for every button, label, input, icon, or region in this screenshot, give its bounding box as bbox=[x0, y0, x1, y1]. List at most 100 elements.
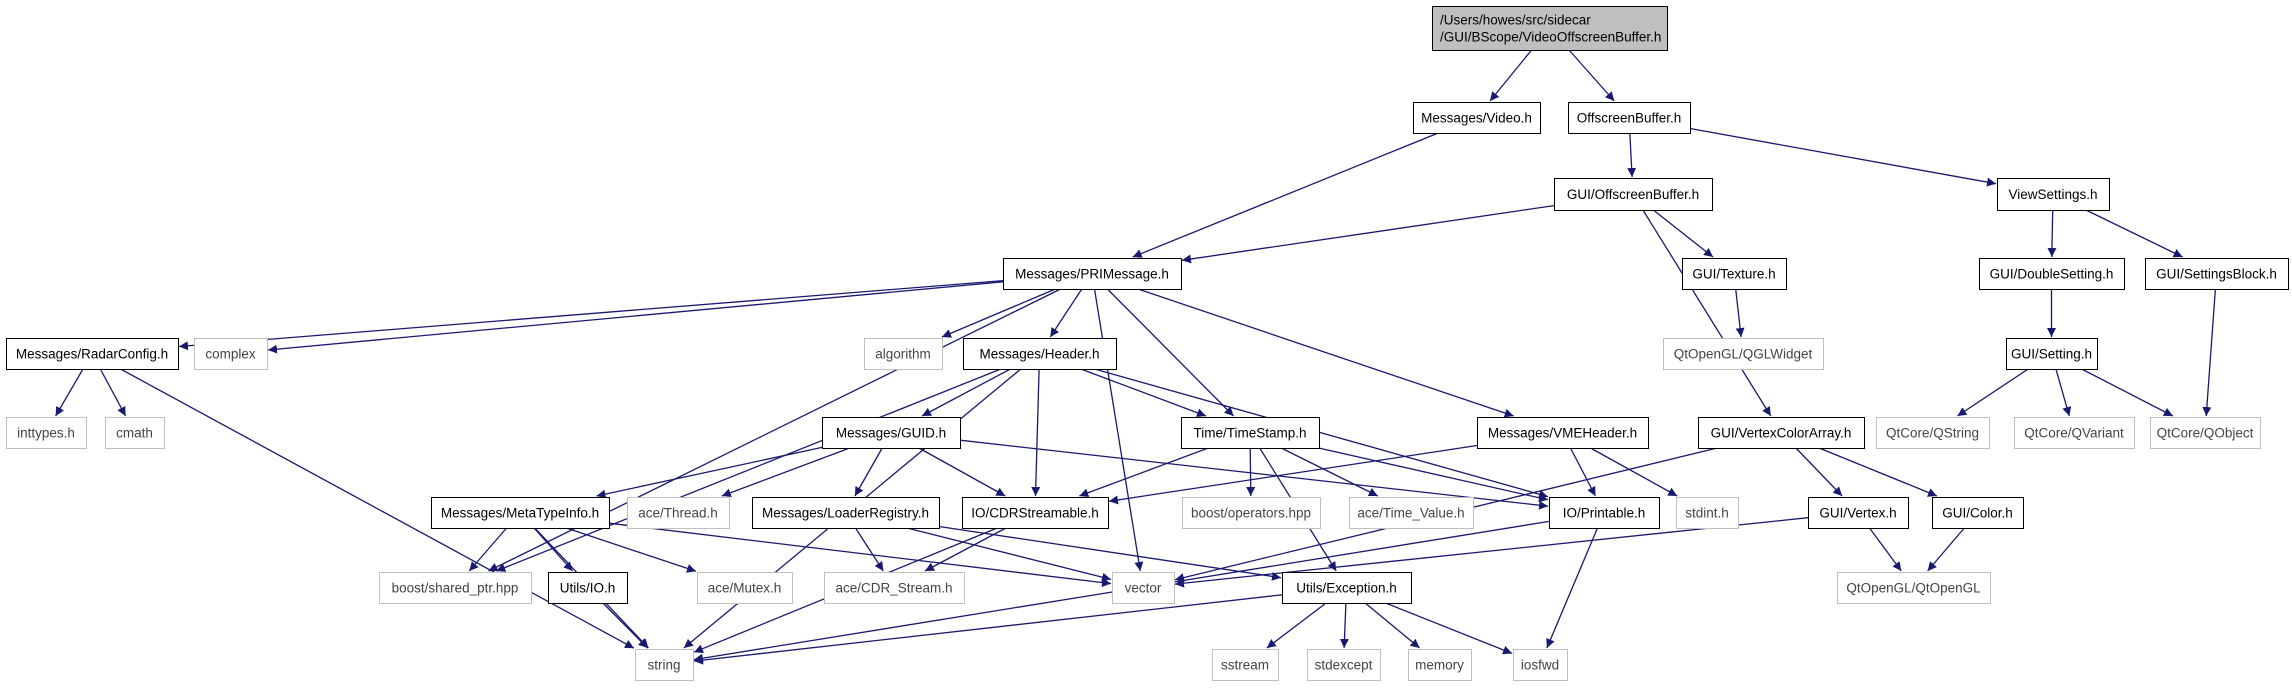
edge-header-to-timestamp bbox=[1080, 368, 1207, 418]
node-qtopengl-qtopengl[interactable]: QtOpenGL/QtOpenGL bbox=[1837, 572, 1991, 604]
node-sstream-label: sstream bbox=[1221, 658, 1269, 673]
node-qtopengl-qglwidget-label: QtOpenGL/QGLWidget bbox=[1674, 347, 1813, 362]
node-ace-cdr-stream-h-label: ace/CDR_Stream.h bbox=[835, 581, 952, 596]
edge-timestamp-to-timevalue bbox=[1280, 447, 1379, 497]
node-memory-label: memory bbox=[1415, 658, 1464, 673]
node-gui-color-h-box bbox=[1932, 497, 2024, 529]
node-messages-primessage-h[interactable]: Messages/PRIMessage.h bbox=[1003, 258, 1182, 290]
node-stdint-h-box bbox=[1676, 497, 1739, 529]
edge-exception-to-string bbox=[693, 594, 1283, 665]
node-utils-exception-h[interactable]: Utils/Exception.h bbox=[1282, 572, 1412, 604]
node-stdexcept[interactable]: stdexcept bbox=[1307, 649, 1381, 681]
edges bbox=[55, 49, 2217, 665]
node-gui-texture-h[interactable]: GUI/Texture.h bbox=[1682, 258, 1787, 290]
node-messages-vmeheader-h[interactable]: Messages/VMEHeader.h bbox=[1477, 417, 1649, 449]
node-video-offscreen-buffer-h-label: /GUI/BScope/VideoOffscreenBuffer.h bbox=[1440, 30, 1661, 45]
node-messages-header-h-label: Messages/Header.h bbox=[979, 347, 1099, 362]
node-ace-cdr-stream-h-box bbox=[824, 572, 965, 604]
node-gui-settingsblock-h[interactable]: GUI/SettingsBlock.h bbox=[2145, 258, 2289, 290]
node-gui-offscreenbuffer-h-label: GUI/OffscreenBuffer.h bbox=[1567, 187, 1699, 202]
node-cmath-box bbox=[105, 417, 165, 449]
node-time-timestamp-h[interactable]: Time/TimeStamp.h bbox=[1181, 417, 1320, 449]
node-stdint-h[interactable]: stdint.h bbox=[1676, 497, 1739, 529]
node-utils-io-h-box bbox=[548, 572, 628, 604]
edge-header-to-cdrstream bbox=[1031, 368, 1041, 497]
node-messages-primessage-h-label: Messages/PRIMessage.h bbox=[1015, 267, 1169, 282]
edge-exception-to-stdexcept bbox=[1339, 602, 1349, 649]
node-iosfwd[interactable]: iosfwd bbox=[1513, 649, 1568, 681]
node-vector[interactable]: vector bbox=[1112, 572, 1175, 604]
node-qtcore-qobject-label: QtCore/QObject bbox=[2157, 426, 2254, 441]
node-boost-shared-ptr-hpp[interactable]: boost/shared_ptr.hpp bbox=[379, 572, 532, 604]
node-ace-thread-h-box bbox=[627, 497, 730, 529]
node-utils-io-h-label: Utils/IO.h bbox=[560, 581, 616, 596]
node-io-cdrstreamable-h[interactable]: IO/CDRStreamable.h bbox=[962, 497, 1109, 529]
edge-root-to-video bbox=[1489, 49, 1533, 102]
edge-osb-to-viewset bbox=[1689, 127, 1997, 187]
node-cmath-label: cmath bbox=[116, 426, 153, 441]
node-complex-label: complex bbox=[205, 347, 256, 362]
node-qtcore-qobject-box bbox=[2150, 417, 2261, 449]
node-video-offscreen-buffer-h[interactable]: /Users/howes/src/sidecar/GUI/BScope/Vide… bbox=[1432, 6, 1668, 51]
node-inttypes-h-label: inttypes.h bbox=[17, 426, 75, 441]
node-io-printable-h[interactable]: IO/Printable.h bbox=[1549, 497, 1660, 529]
node-inttypes-h-box bbox=[6, 417, 87, 449]
node-gui-vertexcolorarray-h-box bbox=[1698, 417, 1865, 449]
node-ace-mutex-h[interactable]: ace/Mutex.h bbox=[697, 572, 793, 604]
edge-viewset-to-setblock bbox=[2085, 209, 2183, 258]
edge-vca-to-color bbox=[1818, 447, 1938, 497]
node-cmath[interactable]: cmath bbox=[105, 417, 165, 449]
node-gui-doublesetting-h[interactable]: GUI/DoubleSetting.h bbox=[1979, 258, 2125, 290]
node-messages-loaderregistry-h-label: Messages/LoaderRegistry.h bbox=[762, 506, 929, 521]
node-algorithm[interactable]: algorithm bbox=[864, 338, 943, 370]
node-viewsettings-h[interactable]: ViewSettings.h bbox=[1997, 178, 2110, 211]
node-ace-thread-h-label: ace/Thread.h bbox=[638, 506, 718, 521]
node-boost-operators-hpp[interactable]: boost/operators.hpp bbox=[1182, 497, 1321, 529]
node-boost-operators-hpp-label: boost/operators.hpp bbox=[1191, 506, 1311, 521]
edge-guid-to-metatype bbox=[596, 446, 823, 499]
node-gui-setting-h[interactable]: GUI/Setting.h bbox=[2006, 338, 2098, 370]
node-messages-guid-h[interactable]: Messages/GUID.h bbox=[822, 417, 961, 449]
edge-guid-to-cdrstream bbox=[918, 447, 1006, 497]
node-messages-metatypeinfo-h-label: Messages/MetaTypeInfo.h bbox=[441, 506, 599, 521]
node-gui-settingsblock-h-label: GUI/SettingsBlock.h bbox=[2156, 267, 2277, 282]
node-gui-vertexcolorarray-h[interactable]: GUI/VertexColorArray.h bbox=[1698, 417, 1865, 449]
node-messages-video-h[interactable]: Messages/Video.h bbox=[1413, 102, 1541, 134]
node-qtopengl-qglwidget[interactable]: QtOpenGL/QGLWidget bbox=[1663, 338, 1824, 370]
node-messages-header-h[interactable]: Messages/Header.h bbox=[963, 338, 1117, 370]
edge-header-to-sharedptr bbox=[495, 368, 1002, 572]
node-qtcore-qobject[interactable]: QtCore/QObject bbox=[2150, 417, 2261, 449]
node-messages-guid-h-box bbox=[822, 417, 961, 449]
node-messages-radarconfig-h[interactable]: Messages/RadarConfig.h bbox=[6, 338, 179, 370]
node-gui-vertex-h[interactable]: GUI/Vertex.h bbox=[1808, 497, 1909, 529]
node-sstream[interactable]: sstream bbox=[1212, 649, 1279, 681]
node-ace-thread-h[interactable]: ace/Thread.h bbox=[627, 497, 730, 529]
node-qtcore-qvariant[interactable]: QtCore/QVariant bbox=[2014, 417, 2135, 449]
node-messages-video-h-box bbox=[1413, 102, 1541, 134]
node-offscreenbuffer-h[interactable]: OffscreenBuffer.h bbox=[1568, 102, 1691, 134]
node-memory[interactable]: memory bbox=[1408, 649, 1472, 681]
node-inttypes-h[interactable]: inttypes.h bbox=[6, 417, 87, 449]
node-gui-texture-h-label: GUI/Texture.h bbox=[1692, 267, 1775, 282]
node-gui-doublesetting-h-label: GUI/DoubleSetting.h bbox=[1990, 267, 2114, 282]
node-string[interactable]: string bbox=[635, 649, 694, 681]
edge-exception-to-memory bbox=[1364, 602, 1421, 649]
node-messages-loaderregistry-h[interactable]: Messages/LoaderRegistry.h bbox=[752, 497, 940, 529]
node-messages-metatypeinfo-h[interactable]: Messages/MetaTypeInfo.h bbox=[431, 497, 610, 529]
node-ace-cdr-stream-h[interactable]: ace/CDR_Stream.h bbox=[824, 572, 965, 604]
node-utils-io-h[interactable]: Utils/IO.h bbox=[548, 572, 628, 604]
node-qtopengl-qglwidget-box bbox=[1663, 338, 1824, 370]
edge-vertex-to-qtopengl bbox=[1868, 527, 1902, 572]
node-gui-setting-h-box bbox=[2006, 338, 2098, 370]
edge-vmeheader-to-printable bbox=[1569, 447, 1596, 497]
edge-exception-to-iosfwd bbox=[1385, 602, 1513, 655]
node-qtcore-qstring-label: QtCore/QString bbox=[1886, 426, 1979, 441]
node-qtcore-qstring[interactable]: QtCore/QString bbox=[1876, 417, 1990, 449]
node-gui-offscreenbuffer-h[interactable]: GUI/OffscreenBuffer.h bbox=[1554, 178, 1713, 211]
node-complex[interactable]: complex bbox=[194, 338, 268, 370]
node-gui-color-h[interactable]: GUI/Color.h bbox=[1932, 497, 2024, 529]
node-io-cdrstreamable-h-label: IO/CDRStreamable.h bbox=[971, 506, 1099, 521]
node-ace-time-value-h[interactable]: ace/Time_Value.h bbox=[1349, 497, 1474, 529]
node-algorithm-label: algorithm bbox=[875, 347, 931, 362]
node-boost-shared-ptr-hpp-label: boost/shared_ptr.hpp bbox=[392, 581, 519, 596]
